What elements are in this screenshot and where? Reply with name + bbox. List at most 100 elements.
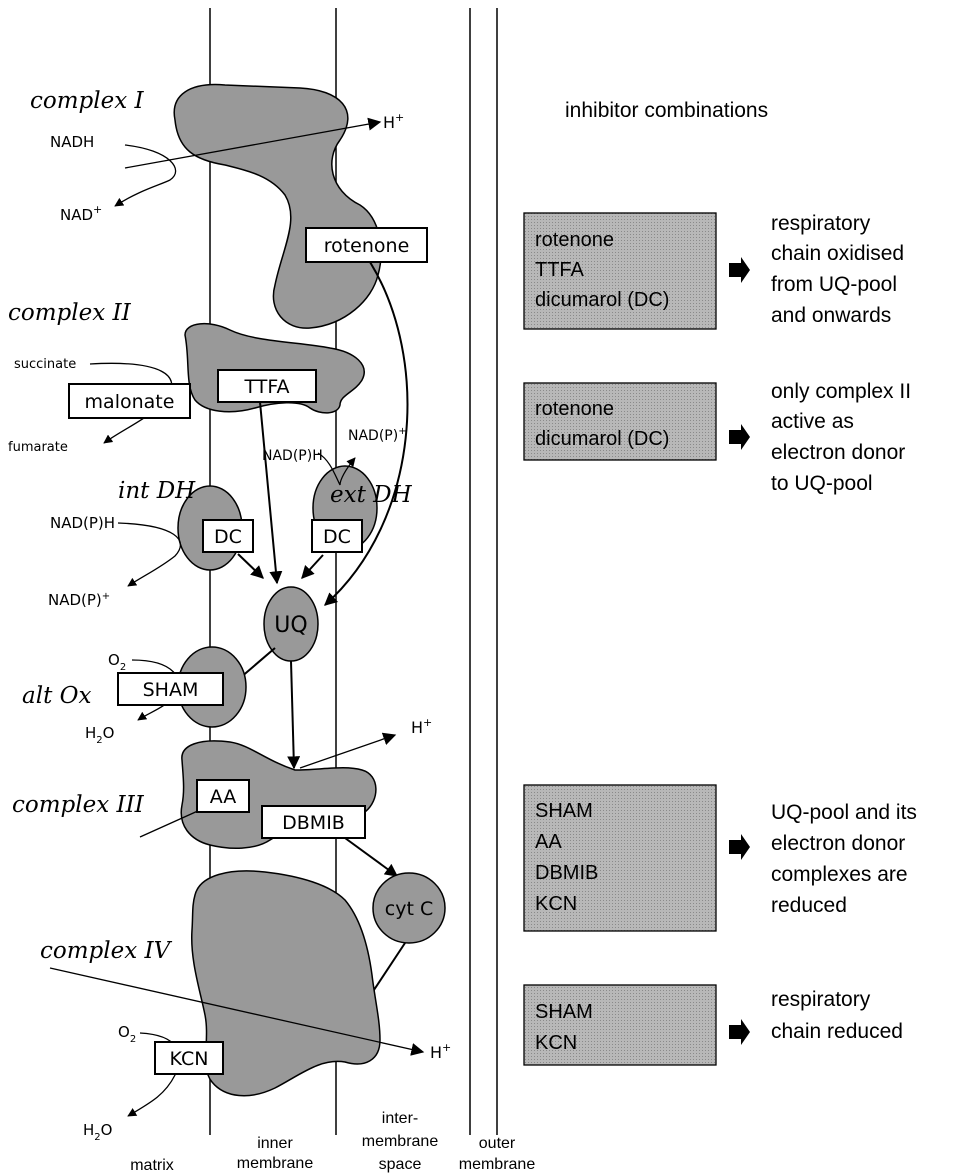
inner-membrane-label-line1: inner <box>257 1135 293 1152</box>
dbmib-inhibitor-label: DBMIB <box>282 812 345 834</box>
combo-3-arrow-icon <box>729 834 750 860</box>
combo-1-result: respiratory <box>771 212 871 235</box>
inhibitor-combinations-title: inhibitor combinations <box>565 99 768 122</box>
ttfa-inhibitor-box <box>217 369 317 403</box>
combo-2-inhibitor: rotenone <box>535 398 614 420</box>
dc-int-inhibitor-label: DC <box>214 526 242 548</box>
combo-1-arrow-icon <box>729 257 750 283</box>
aa-inhibitor-label: AA <box>210 786 237 808</box>
complex-iv-proton-arrow <box>49 967 425 1056</box>
combo-1-box <box>523 212 717 330</box>
combo-1-inhibitor: rotenone <box>535 229 614 251</box>
combo-1-inhibitor: TTFA <box>535 259 585 281</box>
compartment-labels: matrix inner membrane inter- membrane sp… <box>130 1110 535 1174</box>
ttfa-inhibitor-label: TTFA <box>243 376 289 398</box>
int-nadph-oxidation-arrow <box>117 522 181 587</box>
uq-to-complex-iii-arrow <box>287 660 301 770</box>
combo-2-box <box>523 382 717 461</box>
complex-i-shape <box>173 83 382 329</box>
complex-ii-label: complex II <box>8 300 132 326</box>
cyt-c-shape <box>372 872 446 944</box>
combo-1-inhibitor: dicumarol (DC) <box>535 289 669 311</box>
outer-membrane-label-line1: outer <box>479 1135 516 1152</box>
h2o-c4-label: H2O <box>83 1121 112 1143</box>
complex-iii-proton-path <box>139 809 201 838</box>
h-plus-c4-label: H+ <box>430 1041 451 1062</box>
int-nadp-label: NAD(P)+ <box>48 591 110 609</box>
o2-alt-label: O2 <box>108 651 126 673</box>
alt-ox-label: alt Ox <box>22 683 91 709</box>
combo-4-inhibitor: SHAM <box>535 1001 593 1023</box>
h-plus-c3-label: H+ <box>411 716 432 737</box>
combo-4-inhibitor: KCN <box>535 1032 577 1054</box>
combo-2-inhibitor: dicumarol (DC) <box>535 428 669 450</box>
int-dh-label: int DH <box>118 478 196 504</box>
uq-label: UQ <box>274 613 307 638</box>
combo-3: SHAM AA DBMIB KCN UQ-pool and its electr… <box>523 784 917 932</box>
complex-iv-label: complex IV <box>40 938 173 964</box>
dc-ext-inhibitor-box <box>311 519 363 553</box>
complex-i-proton-arrow <box>124 117 382 169</box>
combo-4: SHAM KCN respiratory chain reduced <box>523 984 903 1066</box>
complex-iii-to-cytc-arrow <box>344 837 399 877</box>
succinate-label: succinate <box>14 357 76 372</box>
int-dh-to-uq-arrow <box>237 553 264 579</box>
sham-inhibitor-label: SHAM <box>143 679 199 701</box>
combo-3-inhibitor: AA <box>535 831 562 853</box>
combo-2-arrow-icon <box>729 424 750 450</box>
combo-2-result: only complex II <box>771 380 911 403</box>
h2o-alt-label: H2O <box>85 724 114 746</box>
complex-iii-label: complex III <box>12 792 145 818</box>
combo-4-result: respiratory <box>771 988 871 1011</box>
rotenone-inhibitor-label: rotenone <box>324 235 410 257</box>
nadh-oxidation-arrow <box>114 144 177 207</box>
combo-2-result: active as <box>771 410 854 433</box>
o2-c4-label: O2 <box>118 1023 136 1045</box>
malonate-inhibitor-box <box>68 383 191 419</box>
ext-dh-label: ext DH <box>330 482 413 508</box>
combo-3-inhibitor: SHAM <box>535 800 593 822</box>
rotenone-to-uq-arrow <box>324 261 409 606</box>
ext-nadph-label: NAD(P)H <box>262 448 323 464</box>
ttfa-to-uq-arrow <box>259 401 283 585</box>
dc-int-inhibitor-box <box>202 519 254 553</box>
combo-3-result: reduced <box>771 894 847 917</box>
combo-4-box <box>523 984 717 1066</box>
outer-membrane-label-line2: membrane <box>459 1156 536 1173</box>
h-plus-c1-label: H+ <box>383 111 404 132</box>
combo-2-result: electron donor <box>771 441 905 464</box>
malonate-inhibitor-label: malonate <box>85 391 175 413</box>
ext-nadph-oxidation-arrow <box>317 452 356 486</box>
intermembrane-label-line3: space <box>379 1156 422 1173</box>
combo-4-arrow-icon <box>729 1019 750 1045</box>
ext-dh-to-uq-arrow <box>301 554 324 579</box>
dbmib-inhibitor-box <box>261 805 366 839</box>
combo-2: rotenone dicumarol (DC) only complex II … <box>523 380 911 495</box>
fumarate-label: fumarate <box>8 440 68 455</box>
combo-3-result: complexes are <box>771 863 908 886</box>
int-nadph-label: NAD(P)H <box>50 514 115 532</box>
ext-nadp-label: NAD(P)+ <box>348 426 407 444</box>
combo-3-inhibitor: DBMIB <box>535 862 598 884</box>
aa-inhibitor-box <box>196 779 250 813</box>
sham-inhibitor-box <box>117 672 224 706</box>
combo-3-inhibitor: KCN <box>535 893 577 915</box>
dc-ext-inhibitor-label: DC <box>323 526 351 548</box>
rotenone-inhibitor-box <box>305 227 428 263</box>
cyt-c-label: cyt C <box>385 898 433 920</box>
combo-1-result: from UQ-pool <box>771 273 897 296</box>
complex-iv-shape <box>190 870 381 1097</box>
combo-3-box <box>523 784 717 932</box>
combo-2-result: to UQ-pool <box>771 472 873 495</box>
inner-membrane-label-line2: membrane <box>237 1155 314 1172</box>
matrix-label: matrix <box>130 1157 174 1174</box>
combo-3-result: electron donor <box>771 832 905 855</box>
complex-iii-proton-arrow <box>299 732 397 769</box>
combo-1-result: and onwards <box>771 304 891 327</box>
combo-4-result: chain reduced <box>771 1020 903 1043</box>
nadh-label: NADH <box>50 133 94 151</box>
nad-plus-label: NAD+ <box>60 203 102 224</box>
combo-3-result: UQ-pool and its <box>771 801 917 824</box>
